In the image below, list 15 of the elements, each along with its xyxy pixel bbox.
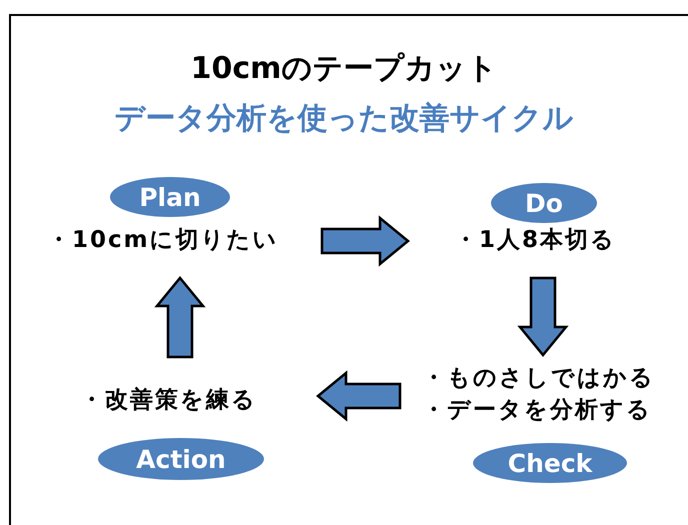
block-arrow	[154, 276, 206, 358]
phase-ellipse: Check	[473, 443, 627, 483]
bullet-text: ・10cmに切りたい	[47, 227, 279, 253]
phase-ellipse: Do	[491, 183, 597, 223]
block-arrow	[316, 370, 402, 422]
title: 10cmのテープカット	[190, 50, 498, 88]
bullet-text: ・データを分析する	[422, 397, 652, 423]
bullet-text: ・改善策を練る	[80, 387, 257, 413]
bullet-text: ・1人8本切る	[454, 227, 616, 253]
phase-ellipse: Plan	[110, 177, 230, 217]
block-arrow	[320, 215, 410, 267]
subtitle: データ分析を使った改善サイクル	[114, 100, 574, 138]
phase-ellipse: Action	[98, 438, 264, 480]
block-arrow	[517, 276, 569, 357]
bullet-text: ・ものさしではかる	[422, 365, 655, 391]
